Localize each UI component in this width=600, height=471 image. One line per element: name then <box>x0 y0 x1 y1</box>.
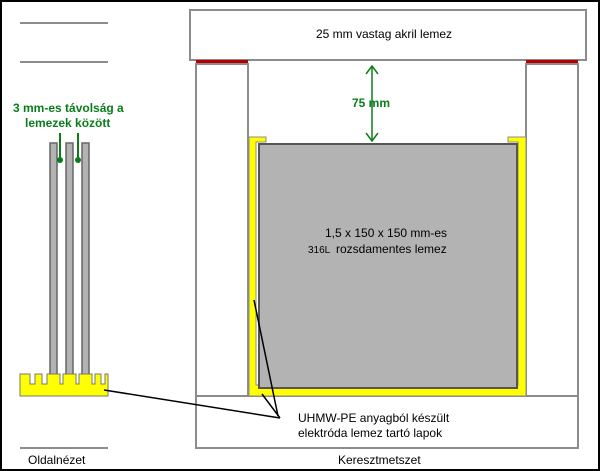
acrylic-plate <box>189 9 587 61</box>
side-view-label: Oldalnézet <box>28 453 86 467</box>
leader-bottom-holder <box>261 393 281 419</box>
seal-left <box>196 60 248 64</box>
steel-plate <box>258 143 518 389</box>
holder-label-line2: elektróda lemez tartó lapok <box>298 426 443 440</box>
leader-left-holder <box>253 299 279 417</box>
bottom-plate <box>195 395 579 449</box>
gap-distance-label: 75 mm <box>352 96 391 110</box>
side-view-holder <box>19 373 109 397</box>
side-view-plate-3 <box>81 142 90 389</box>
holder-label-line1: UHMW-PE anyagból készült <box>298 411 450 425</box>
spacing-label-line2: lemezek között <box>25 116 111 130</box>
plate-size-label: 1,5 x 150 x 150 mm-es <box>325 226 448 240</box>
spacing-dot-right <box>75 157 81 163</box>
spacing-label-line1: 3 mm-es távolság a <box>13 101 124 115</box>
wall-left <box>195 63 249 397</box>
spacing-dot-left <box>57 157 63 163</box>
seal-right <box>526 60 578 64</box>
side-view-plate-1 <box>49 142 58 389</box>
plate-material-code-label: 316L <box>308 245 331 256</box>
acrylic-plate-label: 25 mm vastag akril lemez <box>316 27 453 41</box>
plate-material-label: rozsdamentes lemez <box>336 242 447 256</box>
gap-arrow-bottom <box>365 132 379 143</box>
leader-side-holder <box>103 389 281 419</box>
cross-section-holder <box>248 136 527 397</box>
gap-arrow-top <box>365 64 379 75</box>
side-view-plate-2 <box>65 142 74 389</box>
wall-right <box>525 63 579 397</box>
cross-section-label: Keresztmetszet <box>338 453 421 467</box>
